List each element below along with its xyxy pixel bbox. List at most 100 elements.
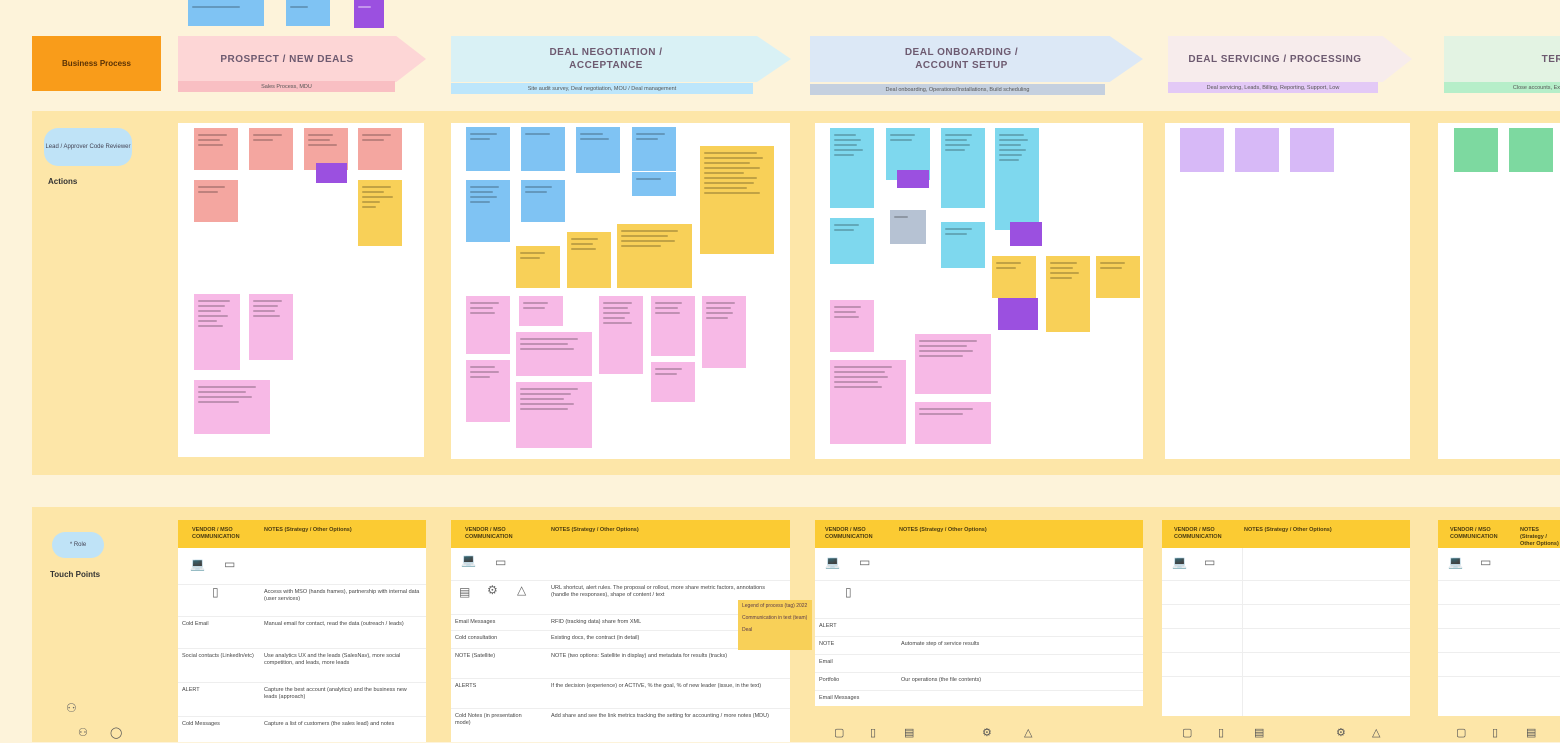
laptop-icon[interactable]: 💻	[1172, 555, 1187, 569]
stage-chevron-onboarding[interactable]: DEAL ONBOARDING / ACCOUNT SETUP	[810, 36, 1143, 82]
phone-icon[interactable]: ▯	[870, 727, 877, 739]
sticky-note[interactable]	[702, 296, 746, 368]
sticky-note[interactable]	[995, 128, 1039, 230]
triangle-icon[interactable]: △	[517, 583, 527, 597]
sticky-note[interactable]	[1096, 256, 1140, 298]
tablet-icon[interactable]: ▭	[495, 555, 507, 569]
actions-lane-label: Actions	[48, 177, 78, 186]
phone-icon[interactable]: ▯	[1492, 727, 1499, 739]
sticky-note[interactable]	[466, 296, 510, 354]
laptop-icon[interactable]: ▢	[834, 727, 845, 739]
sticky-note[interactable]	[466, 180, 510, 242]
laptop-icon[interactable]: 💻	[190, 557, 205, 571]
tablet-icon[interactable]: ▭	[1480, 555, 1492, 569]
top-note-3[interactable]	[354, 0, 384, 28]
stage-chevron-prospect[interactable]: PROSPECT / NEW DEALS	[178, 36, 426, 82]
triangle-icon[interactable]: △	[1372, 727, 1381, 739]
laptop-icon[interactable]: ▢	[1456, 727, 1467, 739]
top-note-2[interactable]	[286, 0, 330, 26]
sticky-note[interactable]	[890, 210, 926, 244]
tablet-icon[interactable]: ▭	[1204, 555, 1216, 569]
table-row	[1162, 604, 1410, 627]
sticky-note[interactable]	[1180, 128, 1224, 172]
sticky-note[interactable]	[830, 218, 874, 264]
sticky-note[interactable]	[830, 128, 874, 208]
stage-chevron-negotiation[interactable]: DEAL NEGOTIATION / ACCEPTANCE	[451, 36, 791, 82]
top-note-1[interactable]	[188, 0, 264, 26]
sticky-note[interactable]	[998, 298, 1038, 330]
sticky-note[interactable]	[915, 402, 991, 444]
sticky-note[interactable]	[1046, 256, 1090, 332]
server-icon[interactable]: ▤	[1254, 727, 1265, 739]
server-icon[interactable]: ▤	[1526, 727, 1537, 739]
sticky-note[interactable]	[617, 224, 692, 288]
tablet-icon[interactable]: ▭	[224, 557, 236, 571]
sticky-note[interactable]	[651, 362, 695, 402]
sticky-note[interactable]	[194, 180, 238, 222]
sticky-note[interactable]	[516, 382, 592, 448]
sticky-note[interactable]	[466, 127, 510, 171]
table-row: Cold Notes (in presentation mode)Add sha…	[451, 708, 790, 743]
sticky-note[interactable]	[358, 128, 402, 170]
sticky-note[interactable]	[358, 180, 402, 246]
sticky-note[interactable]	[194, 128, 238, 170]
gear-icon[interactable]: ⚙	[1336, 727, 1346, 739]
laptop-icon[interactable]: 💻	[461, 553, 476, 567]
sticky-note[interactable]	[1509, 128, 1553, 172]
sticky-note[interactable]	[599, 296, 643, 374]
col2-header: NOTES (Strategy / Other Options)	[1520, 527, 1559, 547]
sticky-note[interactable]	[519, 296, 563, 326]
sticky-note[interactable]	[249, 128, 293, 170]
sticky-note[interactable]	[567, 232, 611, 288]
phone-icon[interactable]: ▯	[845, 585, 852, 599]
business-process-label[interactable]: Business Process	[32, 36, 161, 91]
sticky-note[interactable]	[516, 332, 592, 376]
sticky-note[interactable]	[194, 294, 240, 370]
sticky-note[interactable]	[632, 172, 676, 196]
sticky-note[interactable]	[249, 294, 293, 360]
sticky-note[interactable]	[516, 246, 560, 288]
sticky-note[interactable]	[830, 360, 906, 444]
gear-icon[interactable]: ⚙	[982, 727, 992, 739]
table-row	[1438, 580, 1560, 603]
sticky-note[interactable]	[700, 146, 774, 254]
sticky-note[interactable]	[941, 128, 985, 208]
stage-chevron-servicing[interactable]: DEAL SERVICING / PROCESSING	[1168, 36, 1412, 82]
stage-chevron-term[interactable]: TERM	[1444, 36, 1560, 82]
tablet-icon[interactable]: ▭	[859, 555, 871, 569]
sticky-note[interactable]	[941, 222, 985, 268]
tablet-icon: ◯	[110, 727, 123, 739]
sticky-note[interactable]	[1290, 128, 1334, 172]
laptop-icon[interactable]: 💻	[1448, 555, 1463, 569]
phone-icon[interactable]: ▯	[212, 585, 219, 599]
sticky-note[interactable]	[521, 127, 565, 171]
laptop-icon[interactable]: 💻	[825, 555, 840, 569]
sticky-note[interactable]	[632, 127, 676, 171]
sticky-note[interactable]	[194, 380, 270, 434]
sticky-note[interactable]	[521, 180, 565, 222]
actions-persona-pill[interactable]: Lead / Approver Code Reviewer	[44, 128, 132, 166]
sticky-note[interactable]	[992, 256, 1036, 298]
sticky-note[interactable]	[1235, 128, 1279, 172]
phone-icon[interactable]: ▯	[1218, 727, 1225, 739]
gear-icon[interactable]: ⚙	[487, 583, 498, 597]
sticky-note[interactable]	[897, 170, 929, 188]
table-row	[1162, 580, 1410, 603]
touchpoints-persona-pill[interactable]: * Role	[52, 532, 104, 558]
sticky-note[interactable]	[915, 334, 991, 394]
sticky-note[interactable]	[651, 296, 695, 356]
sticky-note[interactable]	[1454, 128, 1498, 172]
server-icon[interactable]: ▤	[459, 585, 471, 599]
sticky-note[interactable]	[316, 163, 347, 183]
sticky-note[interactable]	[1010, 222, 1042, 246]
server-icon[interactable]: ▤	[904, 727, 915, 739]
sticky-note-callout[interactable]: Legend of process (tag) 2022 Communicati…	[738, 600, 812, 650]
sticky-note[interactable]	[466, 360, 510, 422]
touchpoints-table-prospect: VENDOR / MSO COMMUNICATION NOTES (Strate…	[178, 520, 426, 742]
triangle-icon[interactable]: △	[1024, 727, 1033, 739]
laptop-icon[interactable]: ▢	[1182, 727, 1193, 739]
sticky-note[interactable]	[576, 127, 620, 173]
sticky-note[interactable]	[830, 300, 874, 352]
